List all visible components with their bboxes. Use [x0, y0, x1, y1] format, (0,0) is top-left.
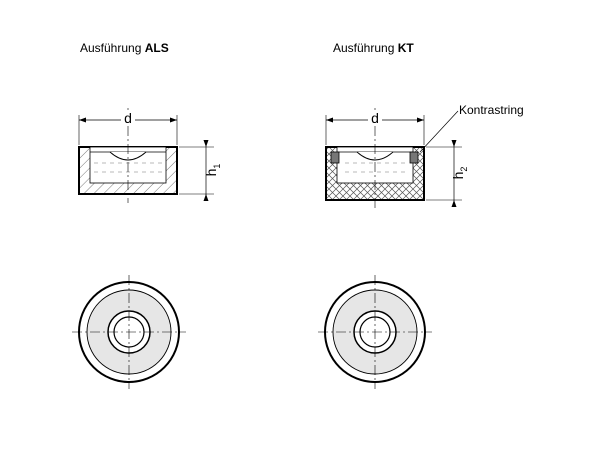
kt-top-view — [318, 275, 432, 389]
variant-title-als: Ausführung ALS — [80, 41, 169, 55]
variant-title-kt: Ausführung KT — [333, 41, 414, 55]
als-width-label: d — [124, 110, 132, 126]
kt-contrast-ring-left — [330, 151, 340, 164]
kt-contrast-ring-right — [409, 151, 419, 164]
kt-height-label: h2 — [450, 167, 469, 180]
als-section-view: d h1 — [78, 108, 222, 203]
kt-section-view: d h2 — [325, 108, 469, 210]
als-bubble — [109, 151, 147, 161]
als-top-view — [72, 275, 186, 389]
kt-width-label: d — [371, 110, 379, 126]
kt-bubble — [356, 151, 394, 161]
als-height-label: h1 — [203, 164, 222, 177]
kontrastring-callout-label: Kontrastring — [459, 103, 524, 117]
kontrastring-leader-line — [419, 110, 459, 153]
